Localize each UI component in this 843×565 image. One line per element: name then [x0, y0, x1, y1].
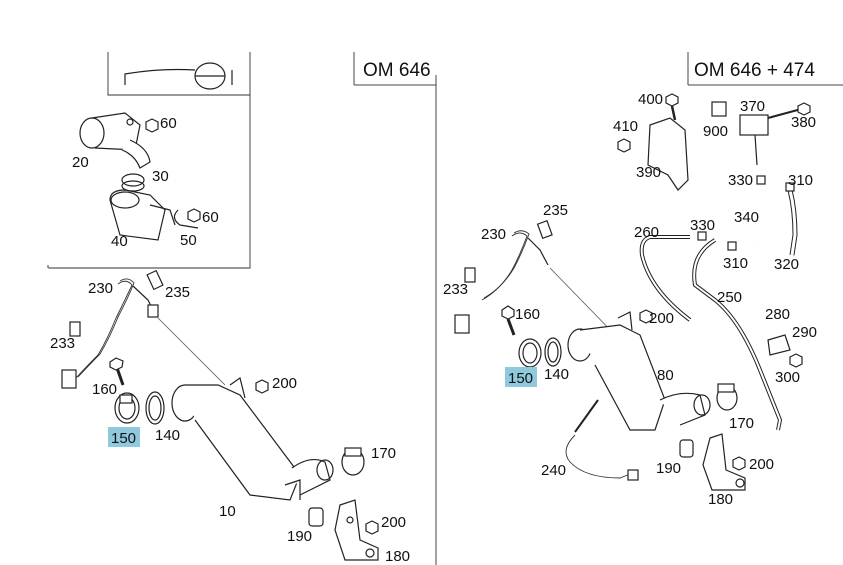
callout-320: 320	[774, 256, 799, 273]
pressure-sensor-icon	[711, 101, 811, 166]
bolt-icon	[617, 138, 631, 153]
callout-380: 380	[791, 114, 816, 131]
exhaust-clamp-icon	[114, 392, 140, 424]
callout-200: 200	[272, 375, 297, 392]
callout-200: 200	[381, 514, 406, 531]
callout-60: 60	[202, 209, 219, 226]
nut-icon	[187, 208, 201, 223]
right-header: OM 646 + 474	[694, 60, 815, 81]
left-header: OM 646	[363, 60, 431, 81]
oxygen-sensor-icon	[481, 220, 553, 301]
nut-icon	[145, 118, 159, 133]
callout-160: 160	[92, 381, 117, 398]
callout-330: 330	[728, 172, 753, 189]
callout-330: 330	[690, 217, 715, 234]
right-header-box: OM 646 + 474	[687, 52, 843, 86]
dpf-small-icon	[109, 189, 176, 241]
connector-icon	[454, 267, 476, 334]
clamp-icon	[121, 173, 145, 192]
callout-160: 160	[515, 306, 540, 323]
callout-240: 240	[541, 462, 566, 479]
callout-20: 20	[72, 154, 89, 171]
gasket-icon	[544, 337, 562, 367]
callout-150-highlighted: 150	[508, 370, 533, 387]
callout-40: 40	[111, 233, 128, 250]
callout-250: 250	[717, 289, 742, 306]
bracket-clamp-icon	[341, 447, 365, 476]
bracket-clamp-icon	[716, 383, 738, 411]
oxygen-sensor-icon	[75, 278, 159, 379]
callout-230: 230	[88, 280, 113, 297]
callout-200: 200	[749, 456, 774, 473]
bracket-icon	[702, 433, 746, 491]
callout-80: 80	[657, 367, 674, 384]
callout-170: 170	[729, 415, 754, 432]
callout-260: 260	[634, 224, 659, 241]
callout-190: 190	[656, 460, 681, 477]
mount-icon	[308, 507, 324, 527]
bracket-icon	[767, 334, 803, 368]
left-header-box: OM 646	[353, 52, 436, 86]
callout-310: 310	[723, 255, 748, 272]
connector-icon	[61, 321, 81, 389]
callout-340: 340	[734, 209, 759, 226]
callout-900: 900	[703, 123, 728, 140]
mount-icon	[679, 439, 694, 458]
catalyst-small-icon	[79, 112, 151, 169]
clip-icon	[173, 209, 199, 229]
bolt-icon	[665, 93, 679, 121]
callout-140: 140	[155, 427, 180, 444]
callout-50: 50	[180, 232, 197, 249]
callout-180: 180	[385, 548, 410, 565]
callout-235: 235	[543, 202, 568, 219]
nut-icon	[732, 456, 746, 471]
heat-shield-icon	[647, 117, 689, 191]
callout-233: 233	[443, 281, 468, 298]
temperature-sensor-icon	[565, 399, 639, 481]
leader-line	[157, 317, 226, 386]
highlight-150	[108, 427, 140, 447]
callout-140: 140	[544, 366, 569, 383]
nut-icon	[255, 379, 269, 394]
gasket-icon	[145, 391, 165, 425]
callout-200: 200	[649, 310, 674, 327]
nut-icon	[639, 309, 653, 324]
callout-233: 233	[50, 335, 75, 352]
pipe-icon	[639, 235, 783, 431]
particulate-filter-icon	[567, 311, 711, 431]
highlight-150	[505, 367, 537, 387]
nut-icon	[365, 520, 379, 535]
bolt-icon	[109, 357, 125, 386]
callout-170: 170	[371, 445, 396, 462]
callout-290: 290	[792, 324, 817, 341]
callout-180: 180	[708, 491, 733, 508]
callout-30: 30	[152, 168, 169, 185]
hose-icon	[753, 169, 798, 256]
callout-300: 300	[775, 369, 800, 386]
exhaust-clamp-icon	[518, 338, 542, 368]
callout-280: 280	[765, 306, 790, 323]
callout-410: 410	[613, 118, 638, 135]
callout-390: 390	[636, 164, 661, 181]
callout-400: 400	[638, 91, 663, 108]
bolt-icon	[501, 305, 516, 336]
callout-60: 60	[160, 115, 177, 132]
left-inset-frame	[47, 52, 251, 565]
callout-10: 10	[219, 503, 236, 520]
callout-370: 370	[740, 98, 765, 115]
connector-icon	[146, 269, 164, 291]
callout-235: 235	[165, 284, 190, 301]
pipe-symbol-icon	[124, 68, 196, 85]
callout-230: 230	[481, 226, 506, 243]
callout-190: 190	[287, 528, 312, 545]
hose-clip-icon	[697, 175, 795, 251]
callout-150-highlighted: 150	[111, 430, 136, 447]
callout-310: 310	[788, 172, 813, 189]
particulate-filter-icon	[171, 377, 334, 501]
bracket-icon	[334, 499, 379, 561]
